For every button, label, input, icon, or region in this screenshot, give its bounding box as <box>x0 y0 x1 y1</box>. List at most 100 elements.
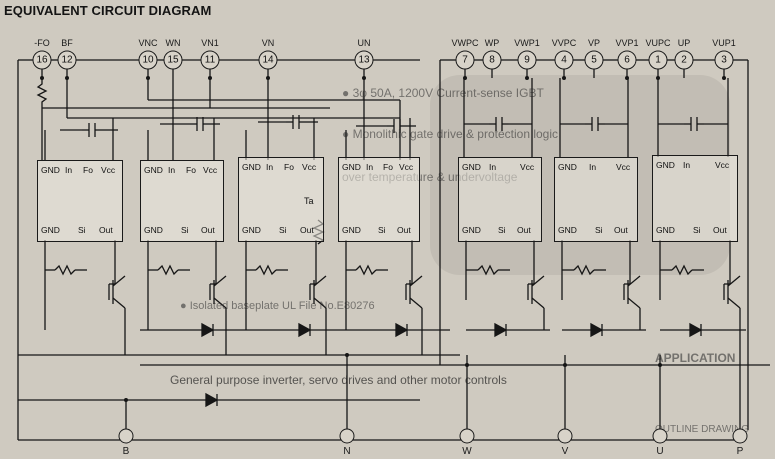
junction-dot <box>563 363 567 367</box>
ic-pin-in: In <box>266 162 274 172</box>
pin-10: 10 <box>138 50 158 70</box>
pin-label-vvp1: VVP1 <box>615 38 639 48</box>
ic-pin-out: Out <box>517 225 531 235</box>
driver-ic-lower-2: GND In Fo Vcc GND Si Out <box>140 160 224 242</box>
terminal-n <box>339 428 355 444</box>
junction-dot <box>465 363 469 367</box>
ic-pin-gnd2: GND <box>242 225 261 235</box>
ic-pin-si: Si <box>181 225 189 235</box>
freewheel-diode-1 <box>201 322 215 338</box>
bg-text-feature-2: ● Monolithic gate drive & protection log… <box>342 127 559 141</box>
junction-dot <box>146 76 150 80</box>
ic-pin-si: Si <box>279 225 287 235</box>
sense-resistor-upper-1 <box>573 264 595 276</box>
thermistor-label: Ta <box>304 196 314 206</box>
ic-pin-si: Si <box>693 225 701 235</box>
wire-92 <box>313 297 327 309</box>
junction-dot <box>525 76 529 80</box>
sense-resistor-0 <box>54 264 76 276</box>
terminal-label-n: N <box>343 446 351 457</box>
ic-pin-si: Si <box>78 225 86 235</box>
driver-ic-lower-1: GND In Fo Vcc GND Si Out <box>37 160 123 242</box>
ic-pin-gnd: GND <box>144 165 163 175</box>
ic-pin-in: In <box>65 165 73 175</box>
ic-pin-si: Si <box>378 225 386 235</box>
wire-133 <box>531 297 545 309</box>
pin-label-vvpc: VVPC <box>551 38 577 48</box>
terminal-u <box>652 428 668 444</box>
ic-pin-gnd2: GND <box>558 225 577 235</box>
driver-ic-lower-4: GND In Fo Vcc GND Si Out <box>338 157 420 242</box>
bg-text-feature-4: ● Isolated baseplate UL File No.E80276 <box>180 300 375 312</box>
ic-pin-vcc: Vcc <box>520 162 535 172</box>
ic-pin-vcc: Vcc <box>203 165 218 175</box>
pin-11: 11 <box>200 50 220 70</box>
ic-pin-gnd: GND <box>242 162 261 172</box>
pin-16: 16 <box>32 50 52 70</box>
terminal-label-v: V <box>561 446 569 457</box>
pin-12: 12 <box>57 50 77 70</box>
terminal-p <box>732 428 748 444</box>
ic-pin-fo: Fo <box>383 162 393 172</box>
terminal-v <box>557 428 573 444</box>
ic-pin-in: In <box>366 162 374 172</box>
ic-pin-gnd2: GND <box>41 225 60 235</box>
ic-pin-out: Out <box>99 225 113 235</box>
sense-resistor-1 <box>157 264 179 276</box>
sense-resistor-upper-0 <box>477 264 499 276</box>
junction-dot <box>562 76 566 80</box>
junction-dot <box>65 76 69 80</box>
ic-pin-vcc: Vcc <box>715 160 730 170</box>
ic-pin-gnd: GND <box>342 162 361 172</box>
ic-pin-in: In <box>168 165 176 175</box>
junction-dot <box>345 353 349 357</box>
ic-pin-fo: Fo <box>83 165 93 175</box>
terminal-label-w: W <box>462 446 472 457</box>
ic-pin-gnd: GND <box>41 165 60 175</box>
pin-9: 9 <box>517 50 537 70</box>
ic-pin-gnd: GND <box>558 162 577 172</box>
terminal-b <box>118 428 134 444</box>
junction-dot <box>40 76 44 80</box>
sense-resistor-3 <box>355 264 377 276</box>
junction-dot <box>208 76 212 80</box>
pin-label-vupc: VUPC <box>645 38 671 48</box>
ic-pin-out: Out <box>397 225 411 235</box>
terminal-w <box>459 428 475 444</box>
ic-pin-fo: Fo <box>284 162 294 172</box>
ic-pin-in: In <box>683 160 691 170</box>
pin-label-vp: VP <box>587 38 601 48</box>
ic-pin-vcc: Vcc <box>302 162 317 172</box>
junction-dot <box>124 398 128 402</box>
pin-label-vn1: VN1 <box>201 38 219 48</box>
pin-label-up: UP <box>677 38 691 48</box>
pin-4: 4 <box>554 50 574 70</box>
ic-pin-out: Out <box>713 225 727 235</box>
ic-pin-gnd2: GND <box>144 225 163 235</box>
terminal-label-p: P <box>736 446 744 457</box>
junction-dot <box>658 363 662 367</box>
pin-label-vwp1: VWP1 <box>514 38 540 48</box>
ic-pin-out: Out <box>300 225 314 235</box>
terminal-label-b: B <box>122 446 130 457</box>
pin-label-vwpc: VWPC <box>451 38 479 48</box>
wire-169 <box>727 297 741 309</box>
junction-dot <box>266 76 270 80</box>
driver-ic-lower-3: GND In Fo Vcc GND Si Out <box>238 157 324 242</box>
pin-label-fo: -FO <box>34 38 50 48</box>
bg-text-feature-1: ● 3φ 50A, 1200V Current-sense IGBT <box>342 86 544 100</box>
wire-103 <box>409 297 423 309</box>
junction-dot <box>463 76 467 80</box>
pin-7: 7 <box>455 50 475 70</box>
ic-pin-gnd: GND <box>462 162 481 172</box>
pin-2: 2 <box>674 50 694 70</box>
ic-pin-in: In <box>489 162 497 172</box>
fo-pullup-resistor <box>36 78 48 112</box>
ic-pin-fo: Fo <box>186 165 196 175</box>
pin-15: 15 <box>163 50 183 70</box>
pin-8: 8 <box>482 50 502 70</box>
junction-dot <box>722 76 726 80</box>
ic-pin-gnd2: GND <box>656 225 675 235</box>
pin-6: 6 <box>617 50 637 70</box>
driver-ic-upper-u: GND In Vcc GND Si Out <box>652 155 738 242</box>
